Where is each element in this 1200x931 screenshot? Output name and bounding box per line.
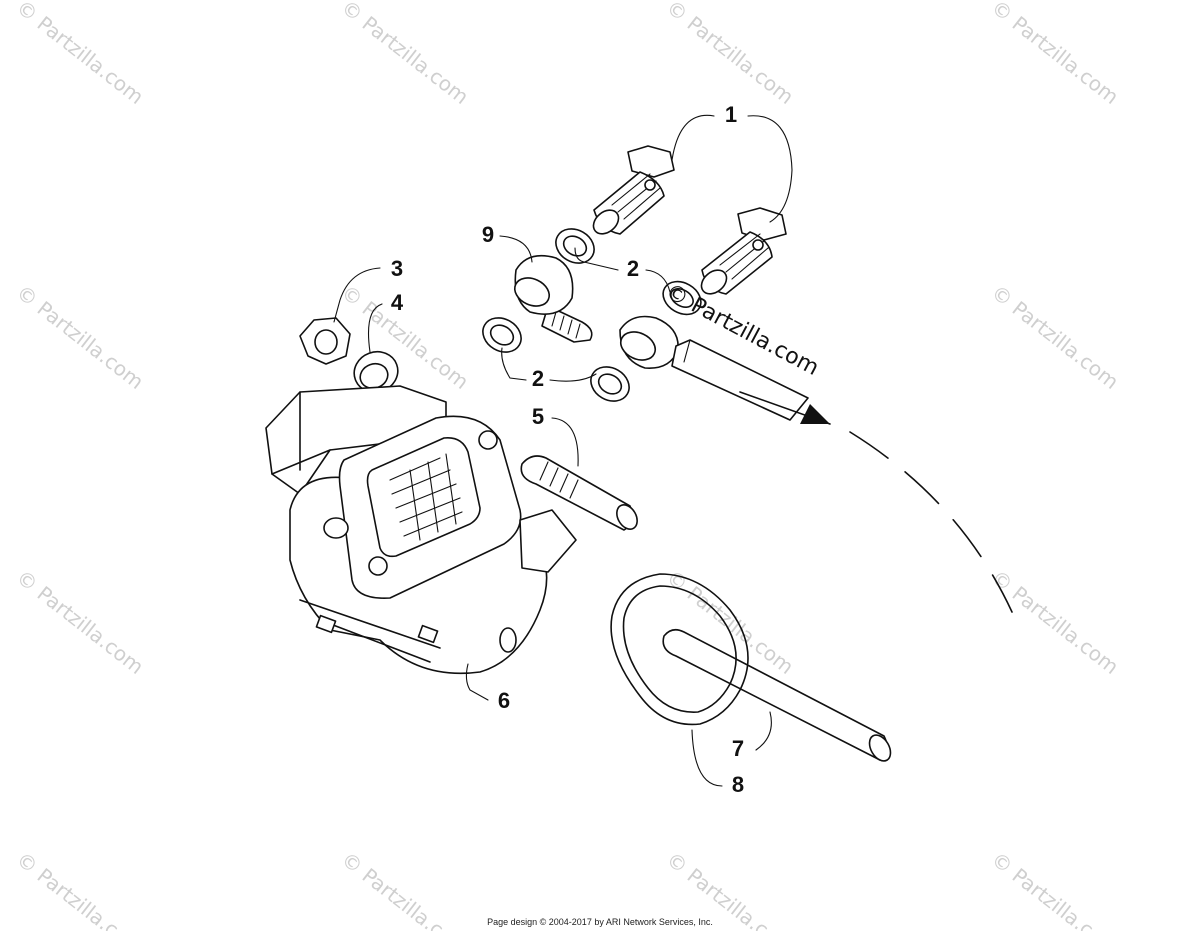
brake-line-end[interactable] [616, 315, 809, 421]
watermark-text: © Partzilla.com [987, 0, 1123, 109]
washer-2-upper-left[interactable] [550, 222, 601, 270]
pushrod-7[interactable] [662, 628, 895, 765]
master-cylinder-6[interactable] [265, 385, 577, 675]
dashed-route-line [849, 431, 1013, 613]
watermark-text: © Partzilla.com [987, 280, 1123, 394]
callout-9[interactable]: 9 [482, 222, 494, 247]
watermark-text: © Partzilla.com [337, 0, 473, 109]
callout-labels: 1 2 2 3 4 5 6 7 8 9 [391, 102, 744, 797]
callout-5[interactable]: 5 [532, 404, 544, 429]
banjo-bolt-upper[interactable] [589, 145, 675, 239]
stud-5[interactable] [520, 455, 641, 533]
nut-3[interactable] [299, 317, 351, 365]
callout-7[interactable]: 7 [732, 736, 744, 761]
banjo-bolt-lower[interactable] [697, 207, 787, 299]
watermark-text: © Partzilla.com [12, 280, 148, 394]
watermark-text: © Partzilla.com [12, 0, 148, 109]
callout-2-upper[interactable]: 2 [627, 256, 639, 281]
direction-arrow-icon [739, 391, 831, 425]
footer-copyright: Page design © 2004-2017 by ARI Network S… [487, 917, 713, 927]
callout-6[interactable]: 6 [498, 688, 510, 713]
boot-8[interactable] [610, 573, 749, 726]
watermark-text: © Partzilla.com [12, 565, 148, 679]
washer-2-upper-right[interactable] [657, 275, 707, 321]
watermark-text: © Partzilla.com [662, 0, 798, 109]
callout-3[interactable]: 3 [391, 256, 403, 281]
watermark-grid: © Partzilla.com © Partzilla.com © Partzi… [12, 0, 1123, 931]
callout-4[interactable]: 4 [391, 290, 404, 315]
callout-8[interactable]: 8 [732, 772, 744, 797]
banjo-fitting-9[interactable] [510, 254, 593, 343]
washer-2-lower-right[interactable] [585, 360, 636, 408]
watermark-text: © Partzilla.com [987, 565, 1123, 679]
leader-lines [333, 114, 793, 787]
callout-2-lower[interactable]: 2 [532, 366, 544, 391]
callout-1[interactable]: 1 [725, 102, 737, 127]
washer-2-lower-left[interactable] [477, 311, 528, 359]
